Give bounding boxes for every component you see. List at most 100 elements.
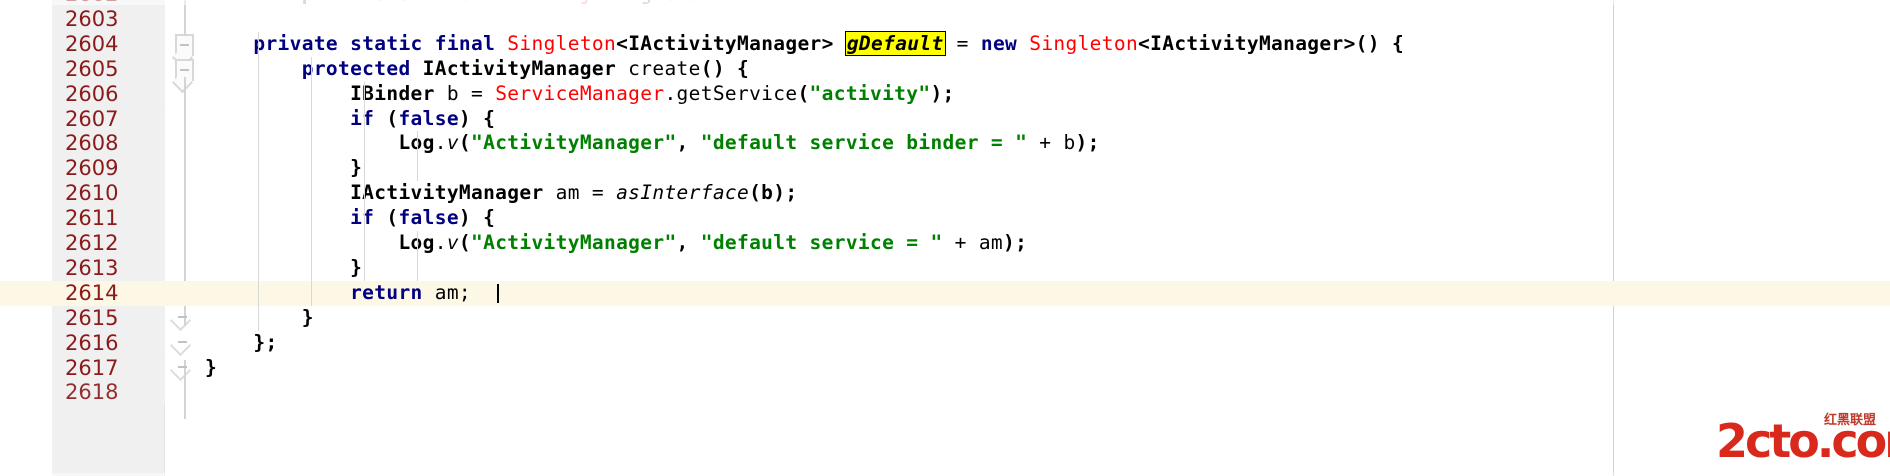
code-line-row[interactable]: 2608 Log.v("ActivityManager", "default s… <box>0 131 1890 157</box>
code-token: asInterface <box>616 181 750 205</box>
code-line-row[interactable]: 2616 }; <box>0 330 1890 356</box>
code-token: () { <box>700 56 750 80</box>
code-token: am = <box>543 181 617 205</box>
code-token: final <box>434 31 496 55</box>
line-number[interactable]: 2617 <box>65 355 119 380</box>
right-margin-rule <box>1612 0 1614 476</box>
code-line-text[interactable]: }; <box>205 331 278 356</box>
code-token: IActivityManager <box>422 56 617 80</box>
code-token <box>205 131 398 154</box>
code-token: , <box>676 131 701 155</box>
code-line-row[interactable]: 2605 protected IActivityManager create()… <box>0 56 1890 82</box>
code-token: new <box>980 31 1018 55</box>
code-line-row[interactable]: 2617} <box>0 355 1890 381</box>
code-token: IActivityManager <box>1150 31 1344 55</box>
line-number[interactable]: 2614 <box>65 280 119 305</box>
code-line-text[interactable]: private static final Object gDefault = <box>205 0 773 7</box>
watermark-chinese-text: 红黑联盟 <box>1823 413 1876 428</box>
code-line-text[interactable]: } <box>205 256 362 281</box>
line-number[interactable]: 2609 <box>65 156 119 181</box>
code-token: . <box>434 131 447 155</box>
code-folding-strip[interactable] <box>165 0 205 476</box>
line-number[interactable]: 2608 <box>65 131 119 156</box>
line-number[interactable]: 2612 <box>65 231 119 255</box>
gutter-row-background <box>52 305 165 331</box>
line-number[interactable]: 2602 <box>52 0 152 7</box>
code-line-row[interactable]: 2610 IActivityManager am = asInterface(b… <box>0 181 1890 207</box>
line-number[interactable]: 2613 <box>65 255 119 280</box>
line-number[interactable]: 2604 <box>65 31 119 56</box>
code-line-row[interactable]: 2612 Log.v("ActivityManager", "default s… <box>0 231 1890 256</box>
line-number[interactable]: 2606 <box>65 81 119 106</box>
code-token: b = <box>434 81 496 105</box>
line-number[interactable]: 2618 <box>65 380 119 405</box>
code-token: Singleton <box>507 31 617 55</box>
code-token: } <box>350 156 363 180</box>
code-token: >() { <box>1343 31 1405 55</box>
code-token: am; <box>422 280 472 304</box>
code-line-text[interactable]: if (false) { <box>205 107 495 132</box>
fold-collapse-icon[interactable] <box>175 58 194 81</box>
code-token <box>423 32 435 55</box>
code-line-text[interactable]: IBinder b = ServiceManager.getService("a… <box>205 82 955 107</box>
code-line-row[interactable]: 2613 } <box>0 255 1890 281</box>
code-line-row[interactable]: 2609 } <box>0 156 1890 182</box>
code-line-row[interactable]: 2614 return am; <box>0 280 1890 306</box>
gutter-row-background <box>52 156 165 182</box>
fold-expand-icon[interactable] <box>175 308 194 330</box>
gutter-row-background <box>52 81 165 107</box>
code-token <box>205 306 302 329</box>
code-line-text[interactable]: Log.v("ActivityManager", "default servic… <box>205 231 1027 256</box>
gutter-row-background <box>52 380 165 406</box>
code-line-row[interactable]: 2611 if (false) { <box>0 206 1890 231</box>
line-number[interactable]: 2610 <box>65 181 119 206</box>
code-token: Log <box>398 231 435 254</box>
code-line-text[interactable]: IActivityManager am = asInterface(b); <box>205 181 797 206</box>
code-token: ( <box>458 231 472 254</box>
code-token: + b <box>1027 131 1076 155</box>
code-line-row[interactable]: 2606 IBinder b = ServiceManager.getServi… <box>0 81 1890 107</box>
code-token: "default service binder = " <box>700 131 1028 155</box>
code-line-text[interactable]: } <box>205 306 314 331</box>
fold-minus-glyph <box>178 315 187 318</box>
code-token: protected <box>301 56 411 80</box>
line-number[interactable]: 2605 <box>65 56 119 81</box>
code-token: static <box>350 31 423 55</box>
code-line-text[interactable]: return am; <box>205 281 471 306</box>
code-token: IActivityManager <box>628 31 822 55</box>
code-line-text[interactable]: if (false) { <box>205 206 495 231</box>
code-token <box>205 231 398 254</box>
code-line-row[interactable]: 2602 private static final Object gDefaul… <box>0 0 1890 7</box>
code-line-text[interactable]: Log.v("ActivityManager", "default servic… <box>205 131 1100 156</box>
code-token <box>205 331 253 354</box>
line-number[interactable]: 2615 <box>65 305 119 330</box>
code-line-row[interactable]: 2615 } <box>0 305 1890 331</box>
code-line-row[interactable]: 2607 if (false) { <box>0 106 1890 132</box>
gutter-row-background <box>52 280 165 306</box>
gutter-row-background <box>52 56 165 82</box>
fold-expand-icon[interactable] <box>175 358 194 380</box>
code-token: "default service = " <box>700 231 943 254</box>
code-token <box>411 57 423 80</box>
line-number[interactable]: 2616 <box>65 330 119 355</box>
code-token: false <box>398 206 459 230</box>
line-number[interactable]: 2603 <box>65 6 119 31</box>
code-token: "ActivityManager" <box>471 131 677 155</box>
code-token: return <box>350 280 423 304</box>
code-line-text[interactable]: } <box>205 356 217 381</box>
code-token: (b); <box>749 181 798 205</box>
line-number[interactable]: 2611 <box>65 206 119 231</box>
line-number[interactable]: 2607 <box>65 106 119 131</box>
code-token: , <box>676 231 701 254</box>
code-line-text[interactable]: private static final Singleton<IActivity… <box>205 30 1405 57</box>
code-line-row[interactable]: 2604 private static final Singleton<IAct… <box>0 30 1890 57</box>
indent-guide-level-4a <box>416 131 418 182</box>
code-line-row[interactable]: 2603 <box>0 6 1890 32</box>
code-token: ( <box>374 106 399 130</box>
code-line-text[interactable]: } <box>205 156 362 181</box>
code-line-row[interactable]: 2618 <box>0 380 1890 406</box>
fold-expand-icon[interactable] <box>175 333 194 355</box>
code-line-text[interactable]: protected IActivityManager create() { <box>205 57 749 82</box>
code-token <box>205 82 350 105</box>
